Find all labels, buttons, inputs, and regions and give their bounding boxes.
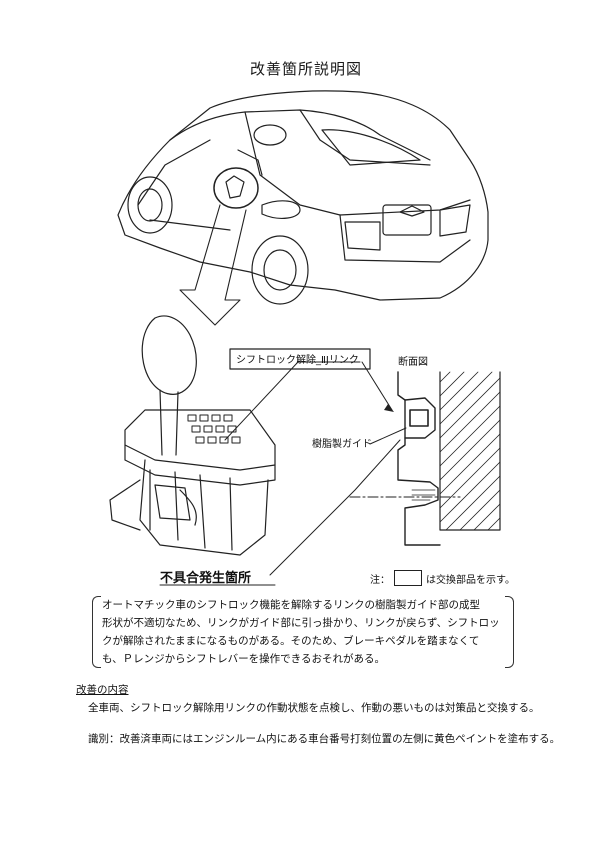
- callout-leader-defect: [269, 439, 401, 576]
- replacement-part-note: 注： は交換部品を示す。: [370, 570, 515, 586]
- improvement-body: 全車両、シフトロック解除用リンクの作動状態を点検し、作動の悪いものは対策品と交換…: [88, 702, 540, 714]
- callout-link-label: シフトロック解除_ⅡJリンク: [236, 353, 359, 366]
- defect-line: クが解除されたままになるものがある。そのため、ブレーキペダルを踏まなくて: [102, 635, 480, 647]
- bracket-right: [505, 596, 514, 668]
- replacement-part-swatch: [394, 570, 422, 586]
- callout-link-box: [229, 348, 371, 370]
- callout-leader-section: [361, 361, 393, 411]
- defect-line: 形状が不適切なため、リンクがガイド部に引っ掛かり、リンクが戻らず、シフトロッ: [102, 617, 500, 629]
- note-suffix: は交換部品を示す。: [426, 574, 515, 586]
- recall-diagram: シフトロック解除_ⅡJリンク 断面図 樹脂製ガイド 不具合発生箇所: [109, 90, 501, 586]
- improvement-heading: 改善の内容: [76, 684, 129, 696]
- defect-description: オートマチック車のシフトロック機能を解除するリンクの樹脂製ガイド部の成型 形状が…: [92, 596, 514, 668]
- section-view-label: 断面図: [398, 355, 428, 368]
- note-prefix: 注：: [370, 574, 390, 586]
- identification-note: 識別：改善済車両にはエンジンルーム内にある車台番号打刻位置の左側に黄色ペイントを…: [88, 733, 561, 745]
- callout-leader-link: [224, 361, 361, 441]
- defect-line: オートマチック車のシフトロック機能を解除するリンクの樹脂製ガイド部の成型: [102, 599, 480, 611]
- bracket-left: [92, 596, 101, 668]
- resin-guide-label: 樹脂製ガイド: [312, 437, 372, 450]
- defect-location-label: 不具合発生箇所: [160, 570, 251, 586]
- shift-lever-illustration: [109, 315, 276, 556]
- zoom-arrow: [179, 204, 247, 326]
- defect-line: も、Ｐレンジからシフトレバーを操作できるおそれがある。: [102, 653, 385, 665]
- section-view: [349, 371, 501, 546]
- car-illustration: [117, 90, 489, 305]
- page-title: 改善箇所説明図: [249, 60, 362, 78]
- callout-leader-guide: [369, 427, 407, 445]
